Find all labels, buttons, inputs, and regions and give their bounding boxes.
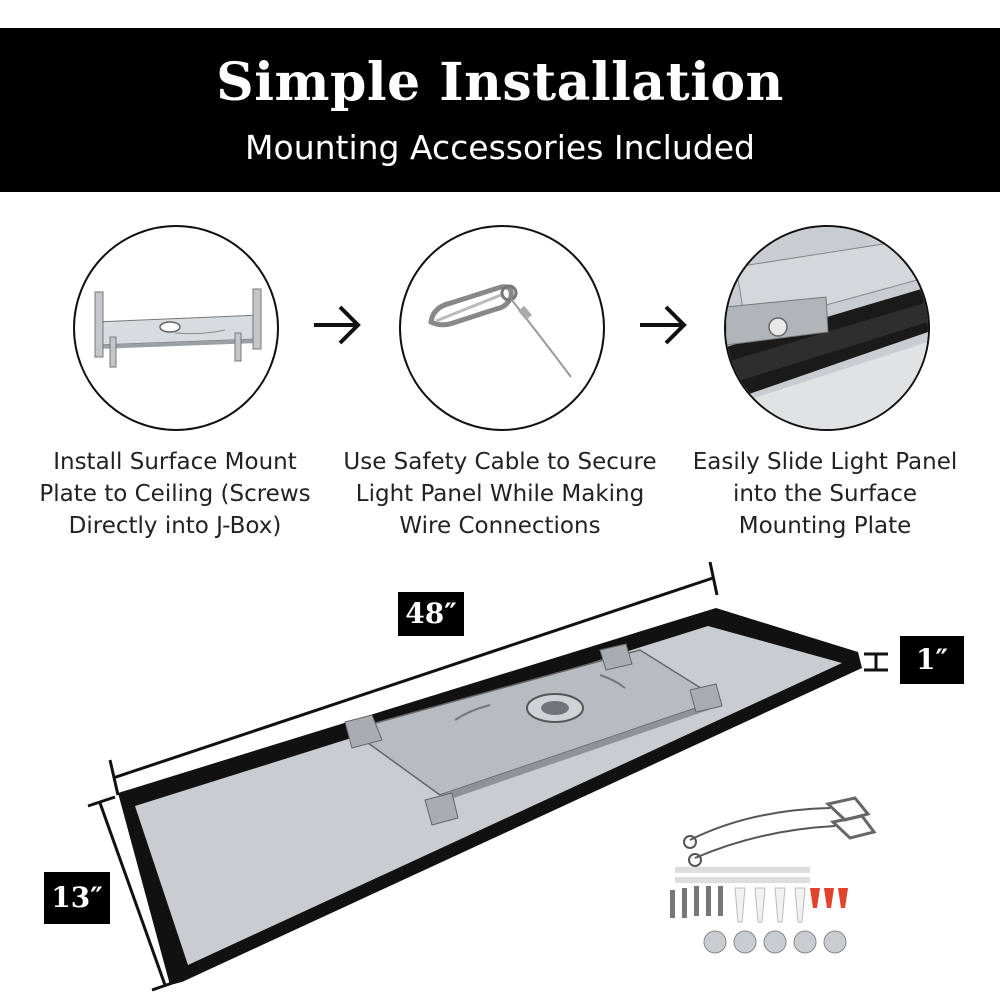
header-banner: Simple Installation Mounting Accessories… [0, 28, 1000, 192]
mounting-plate-icon [94, 288, 262, 368]
caption-line: Plate to Ceiling (Screws [39, 481, 311, 507]
step-2-image [399, 225, 605, 431]
depth-label: 1″ [900, 636, 964, 684]
arrow-right-icon [640, 305, 687, 345]
wire-nut-icon [810, 888, 848, 908]
width-dimension-line [98, 802, 167, 986]
caption-line: Install Surface Mount [53, 449, 297, 475]
step-3-image [724, 225, 930, 431]
page-title: Simple Installation [216, 52, 784, 113]
caption-line: Directly into J-Box) [68, 513, 282, 539]
length-dimension-line [112, 576, 714, 780]
caption-line: into the Surface [732, 481, 918, 507]
washer-icon [703, 930, 847, 954]
caption-line: Use Safety Cable to Secure [343, 449, 657, 475]
mounting-accessories-image [670, 796, 877, 954]
caption-line: Easily Slide Light Panel [692, 449, 958, 475]
length-label: 48″ [398, 592, 464, 636]
safety-cable-icon [689, 807, 831, 841]
width-label: 13″ [44, 872, 110, 924]
step-2-caption: Use Safety Cable to Secure Light Panel W… [340, 446, 660, 542]
arrow-right-icon [314, 305, 361, 345]
screw-icon [670, 886, 723, 918]
caption-line: Light Panel While Making [355, 481, 645, 507]
caption-line: Mounting Plate [738, 513, 912, 539]
safety-cable-icon [694, 825, 836, 859]
step-1-caption: Install Surface Mount Plate to Ceiling (… [15, 446, 335, 542]
step-3-caption: Easily Slide Light Panel into the Surfac… [665, 446, 985, 542]
wall-anchor-icon [734, 887, 806, 923]
safety-cable-icon [428, 284, 572, 378]
page-subtitle: Mounting Accessories Included [245, 128, 755, 167]
light-panel-illustration [87, 561, 888, 992]
caption-line: Wire Connections [399, 513, 601, 539]
step-1-image [73, 225, 279, 431]
slide-in-panel-icon [726, 227, 928, 429]
